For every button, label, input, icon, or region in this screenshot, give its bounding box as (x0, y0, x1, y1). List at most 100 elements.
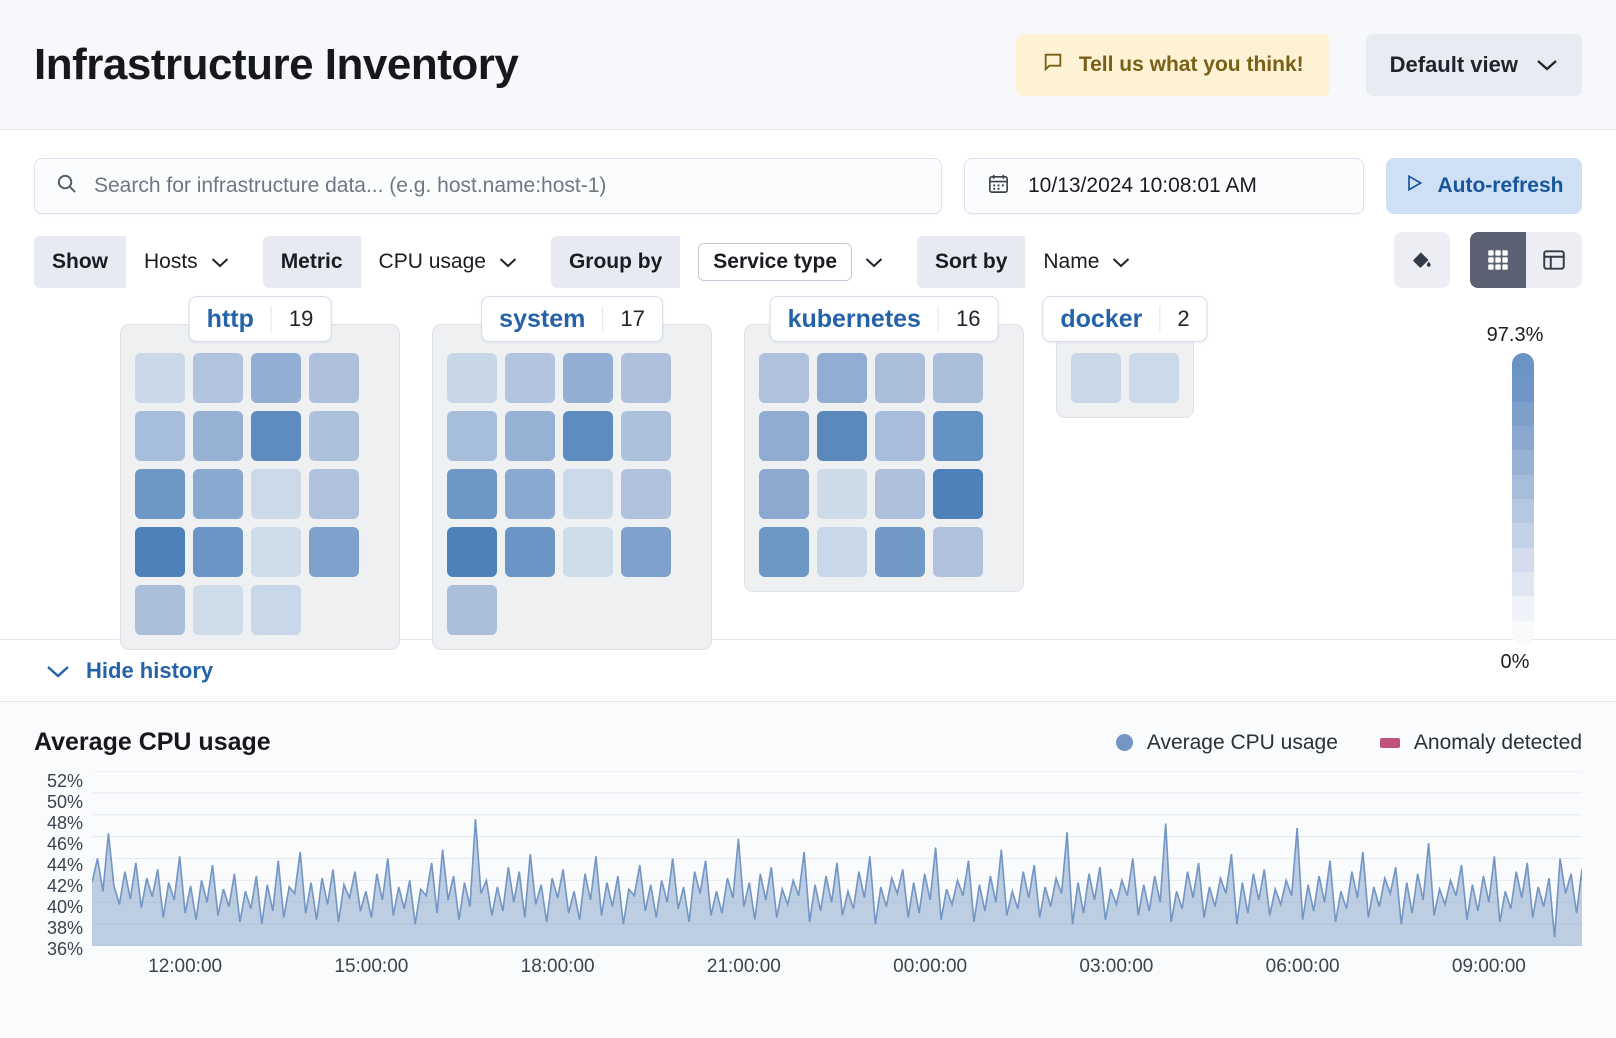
default-view-button[interactable]: Default view (1365, 33, 1582, 96)
host-cell[interactable] (309, 469, 359, 519)
host-cell[interactable] (563, 469, 613, 519)
host-cell[interactable] (505, 527, 555, 577)
filter-group-by-value-text: Service type (698, 243, 853, 281)
chevron-down-icon (1112, 250, 1130, 274)
host-cell[interactable] (933, 353, 983, 403)
host-cell[interactable] (193, 353, 243, 403)
host-cell[interactable] (251, 527, 301, 577)
host-cell[interactable] (135, 527, 185, 577)
x-tick: 03:00:00 (1079, 956, 1154, 977)
host-cell[interactable] (875, 527, 925, 577)
table-icon[interactable] (1526, 232, 1582, 288)
host-cell[interactable] (309, 353, 359, 403)
filter-sort-by-value[interactable]: Name (1025, 236, 1148, 288)
host-cell[interactable] (875, 411, 925, 461)
host-cell[interactable] (875, 353, 925, 403)
host-cell[interactable] (193, 469, 243, 519)
host-cell[interactable] (447, 469, 497, 519)
host-cell[interactable] (135, 469, 185, 519)
date-picker[interactable]: 10/13/2024 10:08:01 AM (964, 158, 1364, 214)
auto-refresh-label: Auto-refresh (1437, 174, 1564, 197)
legend-gradient (1512, 353, 1534, 645)
group-name[interactable]: kubernetes (787, 304, 921, 333)
host-cell[interactable] (621, 353, 671, 403)
host-cell[interactable] (309, 411, 359, 461)
host-cell[interactable] (933, 527, 983, 577)
auto-refresh-button[interactable]: Auto-refresh (1386, 158, 1582, 214)
host-cell[interactable] (251, 353, 301, 403)
group-box (744, 324, 1024, 592)
host-cell[interactable] (1129, 353, 1179, 403)
group-name[interactable]: docker (1060, 304, 1143, 333)
legend-label-average: Average CPU usage (1146, 730, 1338, 754)
x-tick: 06:00:00 (1265, 956, 1340, 977)
host-cell[interactable] (135, 411, 185, 461)
host-cell[interactable] (447, 411, 497, 461)
host-cell[interactable] (135, 585, 185, 635)
host-cell[interactable] (621, 469, 671, 519)
host-cell[interactable] (933, 411, 983, 461)
chevron-down-icon (865, 250, 883, 274)
host-cell[interactable] (251, 585, 301, 635)
view-controls (1394, 232, 1582, 288)
host-cell[interactable] (759, 527, 809, 577)
host-cell[interactable] (759, 353, 809, 403)
host-cell[interactable] (505, 469, 555, 519)
calendar-icon (987, 172, 1010, 200)
paint-bucket-icon[interactable] (1394, 232, 1450, 288)
grid-icon[interactable] (1470, 232, 1526, 288)
x-tick: 12:00:00 (148, 956, 223, 977)
y-tick: 50% (46, 792, 83, 812)
filter-group-by-value[interactable]: Service type (680, 236, 901, 288)
group-name[interactable]: http (206, 304, 254, 333)
host-cell[interactable] (251, 411, 301, 461)
group-pill[interactable]: system 17 (481, 296, 663, 342)
page-title: Infrastructure Inventory (34, 39, 519, 89)
host-cell[interactable] (621, 411, 671, 461)
legend-item-anomaly-detected[interactable]: Anomaly detected (1379, 731, 1582, 755)
host-cell[interactable] (135, 353, 185, 403)
host-cell[interactable] (447, 527, 497, 577)
host-cell[interactable] (193, 527, 243, 577)
host-cell[interactable] (817, 353, 867, 403)
host-cell[interactable] (309, 527, 359, 577)
host-cell[interactable] (193, 411, 243, 461)
host-cell[interactable] (817, 411, 867, 461)
host-cell[interactable] (817, 527, 867, 577)
host-cell[interactable] (447, 353, 497, 403)
chart-plot-area[interactable] (92, 771, 1582, 946)
legend-stop (1512, 620, 1534, 645)
host-cell[interactable] (621, 527, 671, 577)
host-cell[interactable] (505, 353, 555, 403)
host-cell[interactable] (875, 469, 925, 519)
search-input[interactable]: Search for infrastructure data... (e.g. … (34, 158, 942, 214)
hide-history-toggle[interactable]: Hide history (0, 640, 1616, 702)
host-cell[interactable] (1071, 353, 1121, 403)
chart-legend: Average CPU usage Anomaly detected (1115, 730, 1582, 755)
legend-item-average-cpu-usage[interactable]: Average CPU usage (1115, 730, 1338, 755)
color-legend: 97.3% 0% (1487, 324, 1556, 674)
host-cell[interactable] (505, 411, 555, 461)
feedback-button[interactable]: Tell us what you think! (1015, 33, 1330, 96)
host-cell[interactable] (563, 411, 613, 461)
group-count: 17 (602, 306, 661, 332)
hide-history-label: Hide history (86, 657, 214, 683)
host-cell[interactable] (563, 527, 613, 577)
host-cell[interactable] (251, 469, 301, 519)
host-cell[interactable] (193, 585, 243, 635)
chart-y-axis: 52%50%48%46%44%42%40%38%36% (34, 771, 92, 959)
filter-show-value[interactable]: Hosts (126, 236, 247, 288)
filter-metric-value-text: CPU usage (378, 250, 486, 273)
history-chart-panel: Average CPU usage Average CPU usage Anom… (0, 702, 1616, 1038)
host-cell[interactable] (759, 469, 809, 519)
host-cell[interactable] (563, 353, 613, 403)
filter-metric-value[interactable]: CPU usage (361, 236, 535, 288)
host-cell[interactable] (933, 469, 983, 519)
host-cell[interactable] (817, 469, 867, 519)
host-cell[interactable] (759, 411, 809, 461)
host-cell[interactable] (447, 585, 497, 635)
group-name[interactable]: system (499, 304, 586, 333)
